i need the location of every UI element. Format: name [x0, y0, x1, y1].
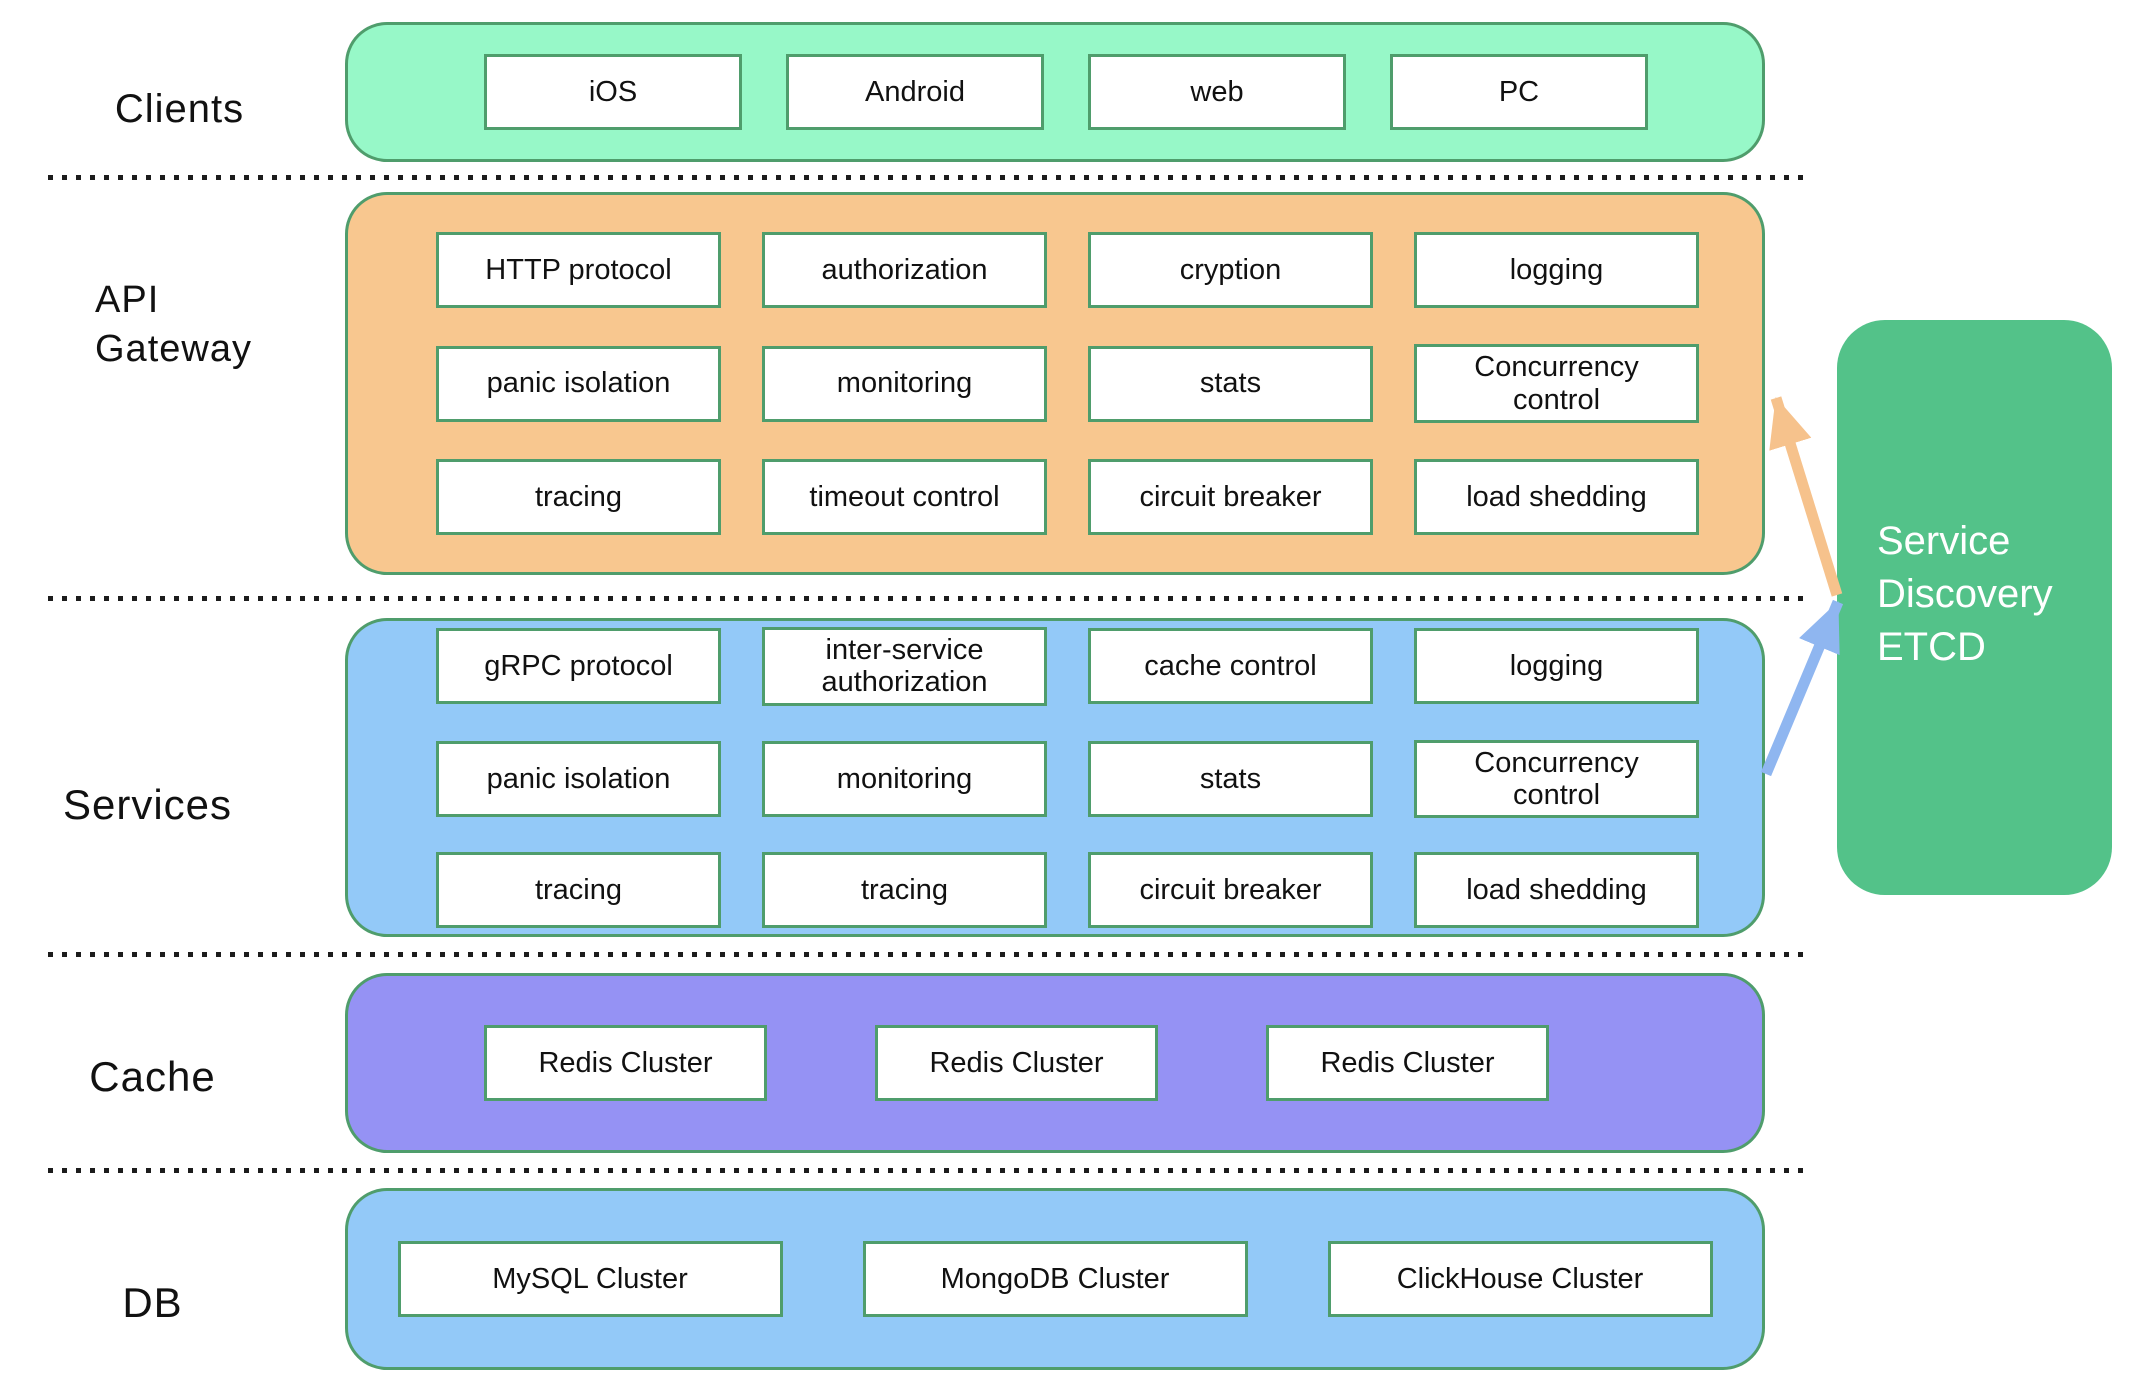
cache-box-1: Redis Cluster — [875, 1025, 1158, 1101]
clients-box-2: web — [1088, 54, 1346, 130]
api-gateway-box-10: circuit breaker — [1088, 458, 1373, 535]
services-box-11: load shedding — [1414, 852, 1699, 929]
services-box-3: logging — [1414, 628, 1699, 705]
db-box-1: MongoDB Cluster — [862, 1241, 1248, 1317]
band-row: tracing tracing circuit breaker load sheddi… — [348, 852, 1762, 929]
layer-label-clients: Clients — [114, 87, 245, 131]
cache-box-2: Redis Cluster — [1266, 1025, 1549, 1101]
api-gateway-box-3: logging — [1414, 232, 1699, 309]
layer-label-line: Gateway — [95, 328, 252, 371]
band-row: panic isolation monitoring stats Concurrenc… — [348, 344, 1762, 423]
services-box-1: inter-service authorization — [762, 626, 1047, 706]
api-gateway-box-2: cryption — [1088, 232, 1373, 309]
layer-label-line: API — [95, 279, 160, 321]
etcd-label-line: ETCD — [1877, 625, 1986, 670]
services-box-9: tracing — [762, 852, 1047, 929]
services-box-8: tracing — [436, 852, 721, 929]
api-gateway-box-9: timeout control — [762, 458, 1047, 535]
api-gateway-box-4: panic isolation — [436, 345, 721, 422]
dotted-separator-cache-db — [48, 1168, 1803, 1173]
arrow-etcd-to-api-gateway — [1769, 396, 1843, 597]
api-gateway-box-11: load shedding — [1414, 458, 1699, 535]
dotted-separator-gateway-services — [48, 596, 1803, 601]
layer-label-db: DB — [122, 1279, 183, 1326]
clients-box-1: Android — [786, 54, 1044, 130]
services-box-2: cache control — [1088, 628, 1373, 705]
layer-label-cache: Cache — [89, 1053, 216, 1100]
api-gateway-box-5: monitoring — [762, 345, 1047, 422]
layer-band-db: MySQL Cluster MongoDB Cluster ClickHouse C… — [345, 1188, 1765, 1370]
service-discovery-etcd-box: Service Discovery ETCD — [1837, 320, 2112, 895]
band-row: tracing timeout control circuit breaker loa… — [348, 458, 1762, 535]
etcd-label-line: Discovery — [1877, 571, 2053, 616]
services-box-6: stats — [1088, 740, 1373, 817]
band-row: Redis Cluster Redis Cluster Redis Cluster — [348, 1025, 1762, 1101]
clients-box-3: PC — [1390, 54, 1648, 130]
layer-band-cache: Redis Cluster Redis Cluster Redis Cluster — [345, 973, 1765, 1153]
db-box-0: MySQL Cluster — [397, 1241, 783, 1317]
api-gateway-box-0: HTTP protocol — [436, 232, 721, 309]
api-gateway-box-6: stats — [1088, 345, 1373, 422]
layer-band-services: gRPC protocol inter-service authorization… — [345, 618, 1765, 937]
cache-box-0: Redis Cluster — [484, 1025, 767, 1101]
layer-label-api-gateway: API Gateway — [95, 276, 415, 375]
api-gateway-box-1: authorization — [762, 232, 1047, 309]
services-box-10: circuit breaker — [1088, 852, 1373, 929]
arrow-services-to-etcd — [1760, 599, 1844, 777]
dotted-separator-services-cache — [48, 952, 1803, 957]
services-box-0: gRPC protocol — [436, 628, 721, 705]
layer-label-services: Services — [62, 781, 233, 828]
services-box-5: monitoring — [762, 740, 1047, 817]
services-box-4: panic isolation — [436, 740, 721, 817]
api-gateway-box-8: tracing — [436, 458, 721, 535]
band-row: MySQL Cluster MongoDB Cluster ClickHouse C… — [348, 1241, 1762, 1317]
band-row: iOS Android web PC — [348, 54, 1762, 130]
services-box-7: Concurrency control — [1414, 739, 1699, 819]
layer-band-api-gateway: HTTP protocol authorization cryption loggin… — [345, 192, 1765, 575]
band-row: panic isolation monitoring stats Concurrenc… — [348, 739, 1762, 819]
etcd-label-line: Service — [1877, 518, 2011, 563]
dotted-separator-clients-gateway — [48, 175, 1803, 180]
band-row: gRPC protocol inter-service authorization… — [348, 626, 1762, 706]
db-box-2: ClickHouse Cluster — [1327, 1241, 1713, 1317]
clients-box-0: iOS — [484, 54, 742, 130]
band-row: HTTP protocol authorization cryption loggin… — [348, 232, 1762, 309]
layer-band-clients: iOS Android web PC — [345, 22, 1765, 162]
api-gateway-box-7: Concurrency control — [1414, 344, 1699, 423]
